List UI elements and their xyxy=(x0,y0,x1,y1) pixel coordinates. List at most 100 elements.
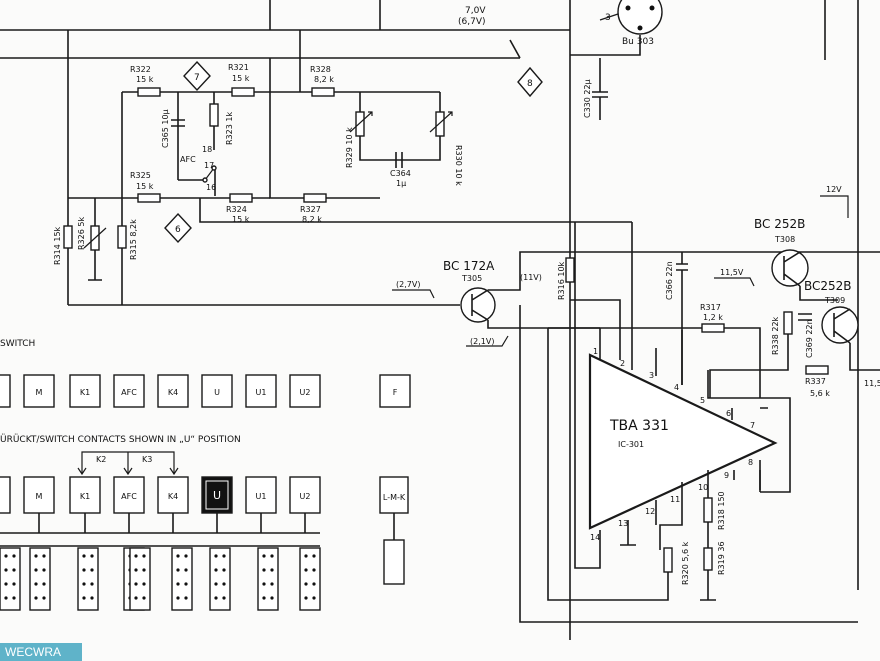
svg-text:4: 4 xyxy=(674,383,679,392)
svg-text:17: 17 xyxy=(204,161,214,170)
pin3-label: 3 xyxy=(605,13,611,23)
row1-button-f[interactable]: F xyxy=(379,374,411,408)
svg-text:(2,1V): (2,1V) xyxy=(470,337,494,346)
t305-transistor: BC 172A T305 (2,7V) (11V) (2,1V) xyxy=(392,251,600,347)
svg-text:BC 172A: BC 172A xyxy=(443,259,495,273)
watermark: WECWRA xyxy=(0,643,82,661)
v-top2-label: (6,7V) xyxy=(458,17,486,27)
svg-text:R330 10 k: R330 10 k xyxy=(454,145,463,186)
row1-button-m[interactable]: M xyxy=(23,374,55,408)
row2-button-m[interactable]: M xyxy=(23,476,55,533)
svg-text:R338 22k: R338 22k xyxy=(771,316,780,355)
svg-text:1,2 k: 1,2 k xyxy=(703,313,723,322)
svg-text:1µ: 1µ xyxy=(396,179,406,188)
svg-text:16: 16 xyxy=(206,183,216,192)
svg-text:7: 7 xyxy=(194,73,200,83)
row2-button-label: M xyxy=(36,492,43,501)
svg-text:R329 10 k: R329 10 k xyxy=(345,127,354,168)
contact-strip xyxy=(171,547,193,611)
contact-strip xyxy=(29,547,51,611)
contact-strip xyxy=(129,547,151,611)
switch-label: SWITCH xyxy=(0,339,35,349)
svg-text:R323 1k: R323 1k xyxy=(225,112,234,145)
t308-transistor: BC 252B T308 xyxy=(754,217,838,301)
svg-text:8: 8 xyxy=(748,458,753,467)
svg-text:R318 150: R318 150 xyxy=(717,491,726,530)
svg-text:IC-301: IC-301 xyxy=(618,440,644,449)
svg-text:3: 3 xyxy=(649,371,654,380)
svg-text:BC 252B: BC 252B xyxy=(754,217,805,231)
row1-button-label: M xyxy=(36,388,43,397)
svg-text:R314 15k: R314 15k xyxy=(53,226,62,265)
row2-button-k4[interactable]: K4 xyxy=(157,476,189,533)
svg-text:11,5: 11,5 xyxy=(864,379,880,388)
row2-edge-button[interactable] xyxy=(0,476,11,514)
svg-text:9: 9 xyxy=(724,471,729,480)
bu303-connector: 3 Bu 303 xyxy=(599,0,663,47)
row1-button-u[interactable]: U xyxy=(201,374,233,408)
svg-text:6: 6 xyxy=(175,225,181,235)
row1-button-label: U2 xyxy=(300,388,311,397)
row1-button-label: AFC xyxy=(121,388,137,397)
switch-contact-strips xyxy=(0,547,321,611)
row1-button-label: F xyxy=(393,388,398,397)
svg-text:(2,7V): (2,7V) xyxy=(396,280,420,289)
svg-text:5: 5 xyxy=(700,396,705,405)
svg-text:8: 8 xyxy=(527,79,533,89)
svg-text:R325: R325 xyxy=(130,171,151,180)
v-top-label: 7,0V xyxy=(465,6,486,16)
svg-text:10: 10 xyxy=(698,483,708,492)
svg-text:C365 10µ: C365 10µ xyxy=(161,109,170,148)
svg-text:L-M-K: L-M-K xyxy=(383,493,406,502)
contact-strip xyxy=(299,547,321,611)
svg-text:R316 10k: R316 10k xyxy=(557,261,566,300)
svg-text:R322: R322 xyxy=(130,65,151,74)
svg-text:K3: K3 xyxy=(142,455,152,464)
contact-strip xyxy=(209,547,231,611)
contact-strip xyxy=(77,547,99,611)
row2-button-u2[interactable]: U2 xyxy=(289,476,321,533)
svg-text:8,2 k: 8,2 k xyxy=(314,75,334,84)
row2-button-u1[interactable]: U1 xyxy=(245,476,277,533)
row2-button-label: K4 xyxy=(168,492,178,501)
row2-button-u[interactable]: U xyxy=(201,476,233,533)
svg-text:C369 22n: C369 22n xyxy=(805,319,814,358)
svg-text:T305: T305 xyxy=(461,274,482,283)
contact-strip xyxy=(0,547,21,611)
row1-edge-button[interactable] xyxy=(0,374,11,408)
row2-button-afc[interactable]: AFC xyxy=(113,476,145,533)
svg-text:5,6 k: 5,6 k xyxy=(810,389,830,398)
row2-button-k1[interactable]: K1 xyxy=(69,476,101,533)
row2-button-label: U1 xyxy=(256,492,267,501)
svg-text:R324: R324 xyxy=(226,205,247,214)
svg-text:6: 6 xyxy=(726,409,731,418)
row2-button-label: K1 xyxy=(80,492,90,501)
node-8: 8 xyxy=(517,66,543,98)
svg-text:T308: T308 xyxy=(774,235,795,244)
bu303-label: Bu 303 xyxy=(622,37,654,47)
node-6: 6 xyxy=(164,212,192,244)
svg-text:R337: R337 xyxy=(805,377,826,386)
row1-button-k1[interactable]: K1 xyxy=(69,374,101,408)
svg-text:C364: C364 xyxy=(390,169,411,178)
svg-text:7: 7 xyxy=(750,421,755,430)
row2-button-label: U2 xyxy=(300,492,311,501)
svg-text:12V: 12V xyxy=(826,185,842,194)
svg-text:13: 13 xyxy=(618,519,628,528)
svg-text:T309: T309 xyxy=(824,296,845,305)
svg-text:C366 22n: C366 22n xyxy=(665,261,674,300)
svg-text:AFC: AFC xyxy=(180,155,196,164)
svg-text:1: 1 xyxy=(593,347,598,356)
row1-button-k4[interactable]: K4 xyxy=(157,374,189,408)
row2-button-label: AFC xyxy=(121,492,137,501)
svg-text:R320 5,6 k: R320 5,6 k xyxy=(681,541,690,585)
row1-button-label: U xyxy=(214,388,220,397)
row1-button-u2[interactable]: U2 xyxy=(289,374,321,408)
row2-button-label: U xyxy=(213,489,221,502)
row1-button-u1[interactable]: U1 xyxy=(245,374,277,408)
row1-button-afc[interactable]: AFC xyxy=(113,374,145,408)
svg-text:R321: R321 xyxy=(228,63,249,72)
node-7: 7 xyxy=(183,60,211,92)
